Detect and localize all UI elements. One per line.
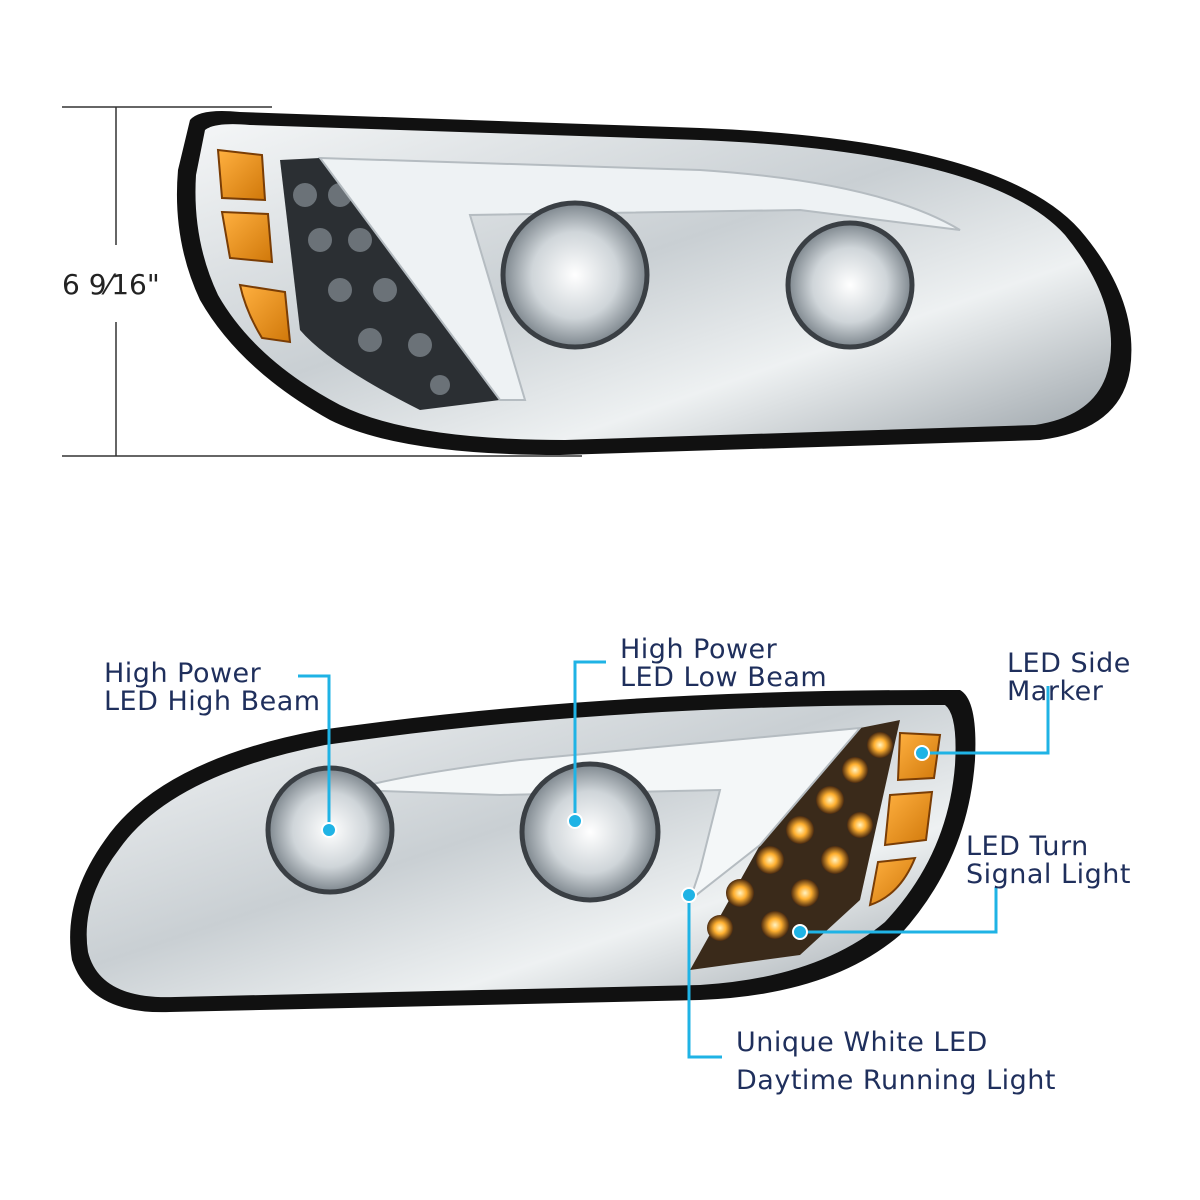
callout-line-turn-signal [803, 887, 998, 934]
callout-dot-low-beam [567, 813, 583, 829]
bottom-amber-marker-2 [883, 790, 934, 847]
bottom-turn-panel [690, 720, 900, 970]
callout-dot-high-beam [321, 822, 337, 838]
bottom-turn-leds [707, 732, 893, 941]
callout-side-marker-line-2: Marker [1007, 676, 1104, 707]
bottom-amber-marker-3 [868, 856, 917, 907]
callout-dot-turn-signal [792, 924, 808, 940]
callout-drl-line-1: Unique White LED [736, 1027, 988, 1058]
top-amber-marker-3 [238, 283, 292, 344]
callout-high-beam-line-2: LED High Beam [104, 686, 321, 717]
top-amber-marker-1 [216, 148, 267, 202]
height-dimension [62, 106, 582, 457]
callout-drl: Unique White LED Daytime Running Light [736, 1024, 1056, 1100]
callout-line-high-beam [298, 674, 331, 827]
callout-line-drl [687, 898, 722, 1059]
top-drl-strip [317, 156, 961, 401]
callout-low-beam-line-1: High Power [620, 634, 778, 665]
callout-turn-signal-line-1: LED Turn [966, 831, 1089, 862]
callout-dot-side-marker [914, 745, 930, 761]
callout-dots [321, 745, 930, 940]
height-dimension-label: 6 9⁄16" [62, 268, 160, 301]
callout-turn-signal: LED Turn Signal Light [966, 833, 1131, 889]
callout-line-side-marker [925, 686, 1050, 755]
top-amber-marker-2 [220, 210, 274, 264]
top-turn-leds [293, 183, 450, 395]
callout-drl-line-2: Daytime Running Light [736, 1065, 1056, 1096]
callout-side-marker: LED Side Marker [1007, 650, 1131, 706]
callout-dot-drl [681, 887, 697, 903]
bottom-drl-strip [349, 726, 863, 903]
callout-low-beam: High Power LED Low Beam [620, 636, 827, 692]
callout-high-beam-line-1: High Power [104, 658, 262, 689]
top-low-beam-lens [500, 200, 650, 350]
callout-low-beam-line-2: LED Low Beam [620, 662, 828, 693]
bottom-low-beam-lens [519, 761, 661, 903]
top-high-beam-lens [785, 220, 915, 350]
callout-lines [298, 660, 1050, 1059]
bottom-headlight [70, 690, 976, 1013]
callout-high-beam: High Power LED High Beam [104, 660, 321, 716]
callout-side-marker-line-1: LED Side [1007, 648, 1131, 679]
top-headlight [176, 111, 1132, 455]
callout-turn-signal-line-2: Signal Light [966, 859, 1131, 890]
callout-line-low-beam [573, 660, 606, 818]
